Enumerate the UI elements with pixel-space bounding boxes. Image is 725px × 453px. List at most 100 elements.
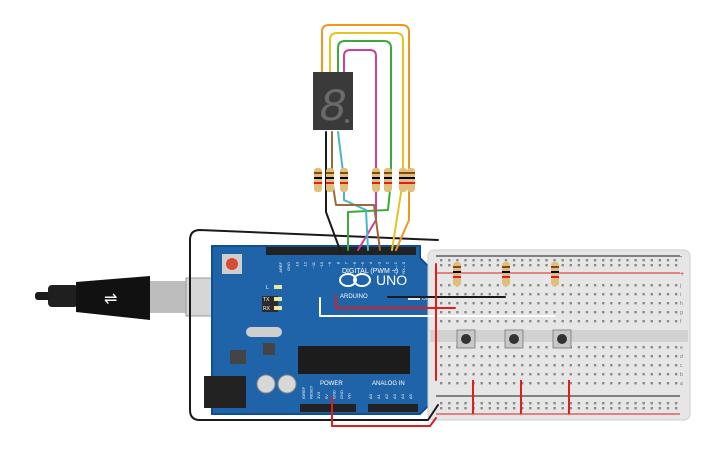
push-button-1[interactable] <box>456 329 476 349</box>
breadboard-jumpers <box>472 380 570 414</box>
push-button-2[interactable] <box>504 329 524 349</box>
row-letter: b <box>680 372 683 378</box>
wire-brown <box>331 131 381 251</box>
top-pin-label: 2 <box>385 261 390 264</box>
resistor <box>453 262 461 286</box>
bottom-pin-label: A5 <box>408 393 413 399</box>
row-letter: i <box>680 292 681 298</box>
brand-text: UNO <box>376 272 407 288</box>
display-resistors <box>314 168 415 192</box>
top-pin-label: 13 <box>294 261 299 266</box>
bottom-pin-label: GND <box>339 390 344 399</box>
bottom-pin-label: A1 <box>376 393 381 399</box>
board-wires <box>189 229 556 427</box>
bottom-pin-label: 3V3 <box>316 391 321 399</box>
bottom-pin-label: A3 <box>392 393 397 399</box>
bottom-pin-label: 5V <box>324 394 329 399</box>
resistor <box>384 168 392 192</box>
digital-label: DIGITAL (PWM ~) <box>342 268 398 275</box>
wire-green <box>337 40 392 251</box>
display-wires <box>315 24 410 251</box>
wire-magenta <box>343 49 377 251</box>
row-letter: g <box>680 310 683 316</box>
on-label: ON <box>422 296 430 302</box>
top-pin-label: RX←0 <box>401 261 406 274</box>
wire-teal <box>337 131 369 251</box>
wire-white-display <box>315 131 337 219</box>
row-letter: d <box>680 354 683 360</box>
top-pin-label: ~10 <box>319 261 324 269</box>
arduino-board: UNO ARDUINO DIGITAL (PWM ~) POWER ANALOG… <box>204 245 433 415</box>
bottom-pin-label: A2 <box>384 393 389 399</box>
digital-header <box>266 247 416 255</box>
wire-orange <box>321 24 410 251</box>
seven-segment-display: 8 <box>313 72 353 134</box>
wire-white <box>319 297 556 317</box>
top-pin-label: ~3 <box>376 261 381 266</box>
usb-icon: ⇌ <box>104 291 117 308</box>
wire-yellow <box>329 32 404 251</box>
resistor <box>399 168 407 192</box>
wire-black-display <box>325 131 341 251</box>
top-pin-label: ~9 <box>327 261 332 266</box>
wire-red-digital <box>335 295 456 309</box>
capacitor <box>277 374 297 394</box>
top-pin-label: 12 <box>303 261 308 266</box>
row-letter: j <box>679 283 681 289</box>
power-header <box>300 404 356 412</box>
resistor <box>551 262 559 286</box>
row-letter: a <box>680 381 683 387</box>
push-buttons <box>456 329 572 349</box>
led-label-l: L <box>266 285 269 291</box>
top-pin-label: GND <box>286 262 291 271</box>
row-letter: e <box>680 345 683 351</box>
bottom-pin-label: IOREF <box>301 386 306 399</box>
top-pin-label: ~5 <box>360 261 365 266</box>
row-letter: h <box>680 301 683 307</box>
resistor <box>340 168 348 192</box>
top-pin-label: ~6 <box>352 261 357 266</box>
analog-header <box>368 404 418 412</box>
led-label-tx: TX <box>263 297 270 303</box>
row-letter: f <box>680 319 682 325</box>
sub-brand-text: ARDUINO <box>340 294 368 300</box>
breadboard-resistors <box>453 262 559 286</box>
breadboard-holes <box>440 259 678 410</box>
top-pin-label: AREF <box>278 261 283 272</box>
arduino-logo <box>339 273 371 287</box>
power-label: POWER <box>320 381 343 387</box>
top-pin-label: 8 <box>335 261 340 264</box>
resistor <box>407 168 415 192</box>
bottom-pin-label: RESET <box>309 385 314 399</box>
resistor <box>326 168 334 192</box>
bottom-pin-label: Vin <box>347 393 352 399</box>
bottom-pin-label: A0 <box>368 393 373 399</box>
resistor <box>502 262 510 286</box>
row-letter: c <box>680 363 683 369</box>
top-pin-label: TX→1 <box>393 261 398 273</box>
top-pin-label: 4 <box>368 261 373 264</box>
top-pin-label: ~11 <box>311 261 316 268</box>
wire-red-5v <box>331 397 437 427</box>
rail-minus-label: - <box>680 254 683 261</box>
resistor <box>314 168 322 192</box>
capacitor <box>256 374 276 394</box>
resistor <box>372 168 380 192</box>
push-button-3[interactable] <box>552 329 572 349</box>
led-label-rx: RX <box>263 306 271 312</box>
power-jack <box>204 376 246 408</box>
display-digit: 8 <box>319 82 347 134</box>
atmega-chip <box>298 346 410 374</box>
bottom-pin-label: A4 <box>400 393 405 399</box>
analog-label: ANALOG IN <box>372 381 405 387</box>
top-pin-label: 7 <box>344 261 349 264</box>
usb-cable: ⇌ <box>35 276 221 320</box>
rail-plus-label: + <box>680 271 684 278</box>
crystal <box>246 327 282 337</box>
bottom-pin-label: GND <box>331 390 336 399</box>
wire-black-gnd <box>189 229 439 421</box>
